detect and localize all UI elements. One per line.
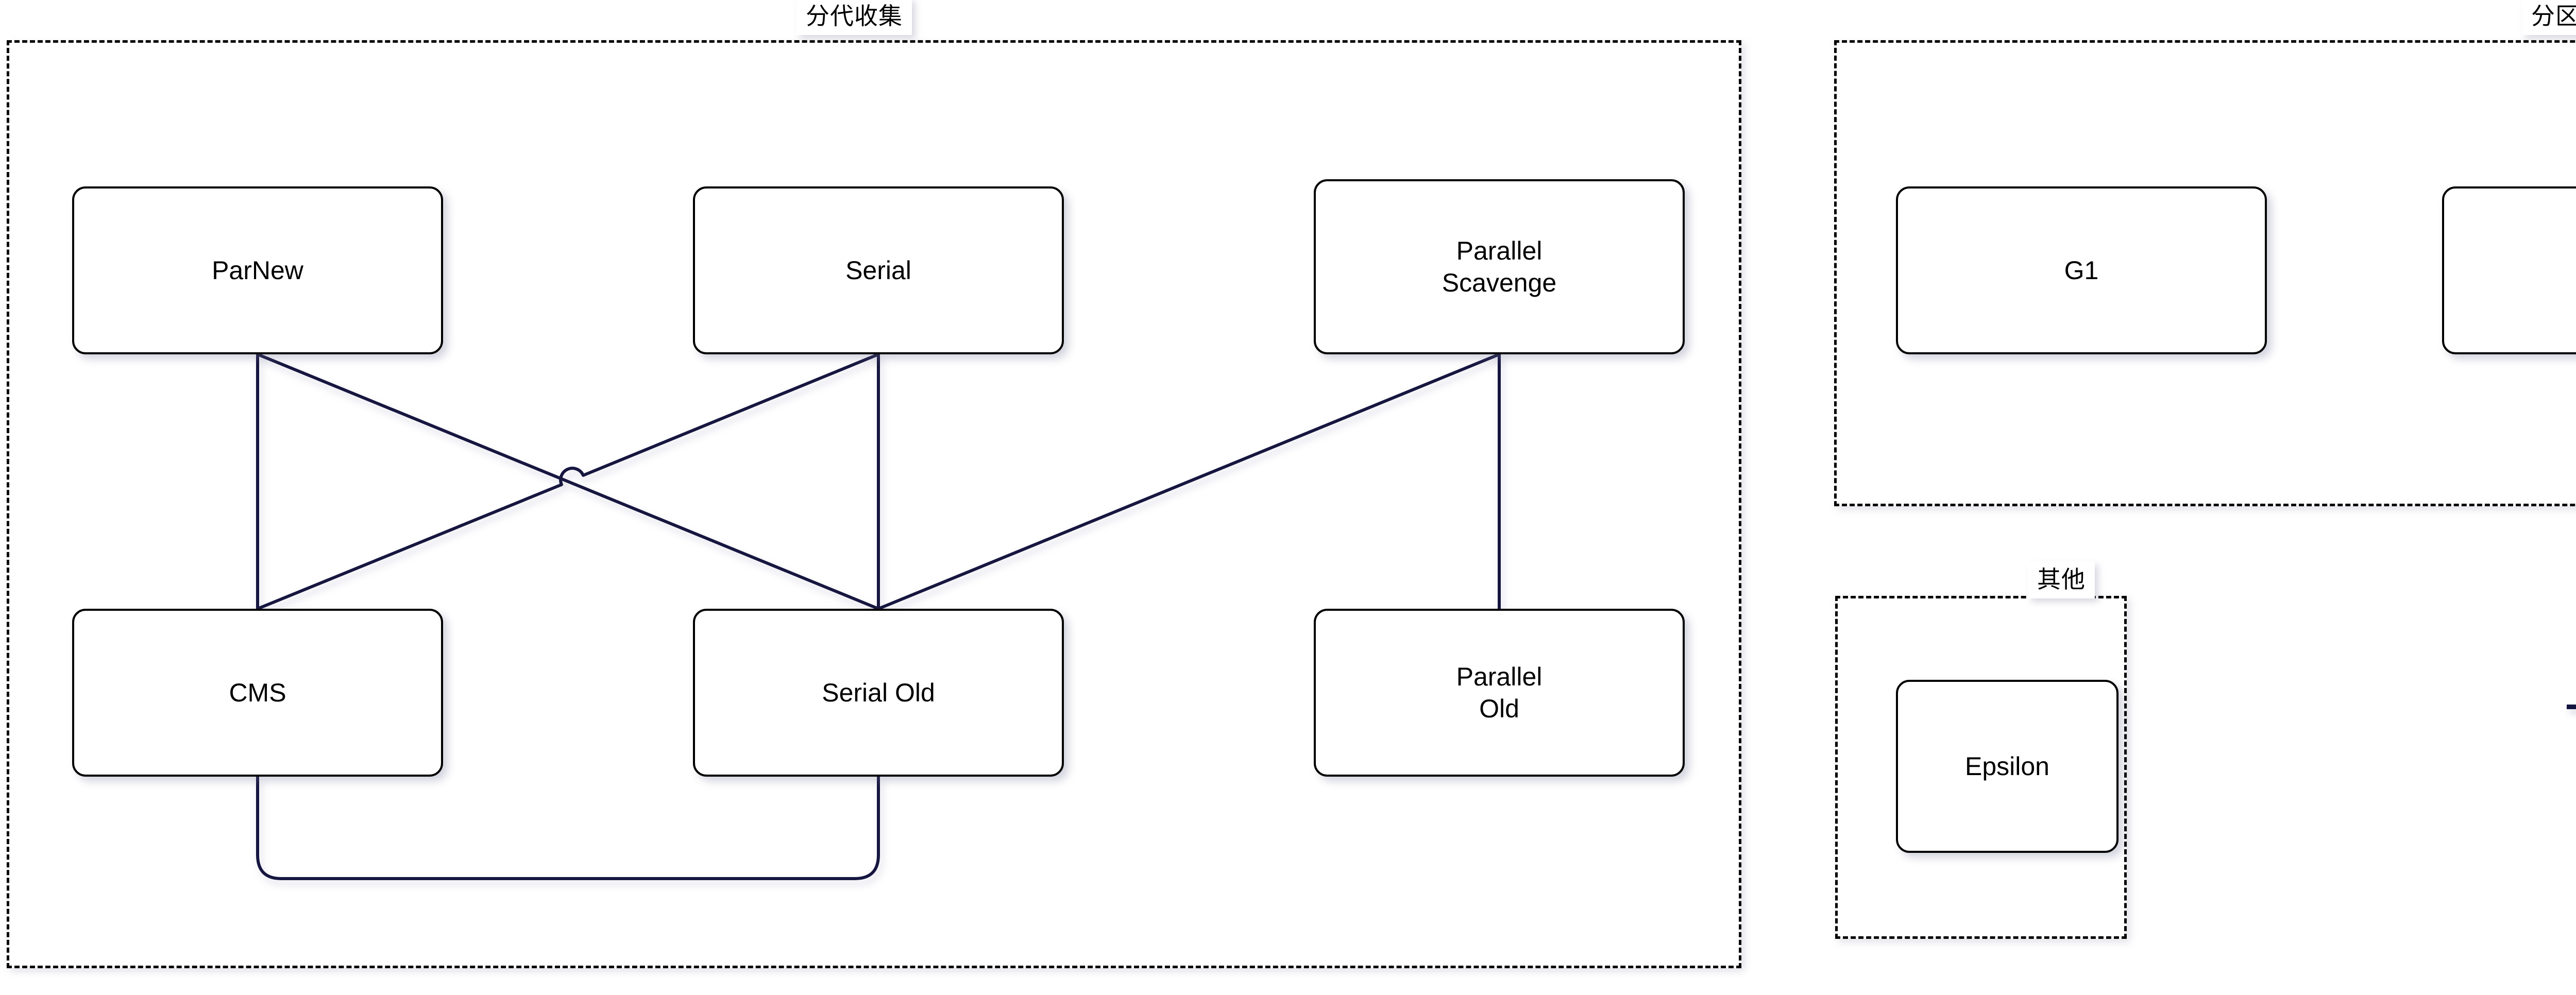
node-parallel-old[interactable]: Parallel Old	[1314, 609, 1685, 777]
node-zgc[interactable]: ZGC	[2442, 186, 2576, 354]
node-serial-old[interactable]: Serial Old	[693, 609, 1064, 777]
node-g1[interactable]: G1	[1896, 186, 2267, 354]
node-parnew[interactable]: ParNew	[72, 186, 443, 354]
group-regional-title: 分区收集	[2522, 0, 2576, 36]
node-serial[interactable]: Serial	[693, 186, 1064, 354]
node-parallel-scavenge[interactable]: Parallel Scavenge	[1314, 179, 1685, 354]
node-cms[interactable]: CMS	[72, 609, 443, 777]
group-other-title: 其他	[2028, 561, 2095, 599]
legend-line-sample	[2567, 705, 2576, 709]
group-generational-title: 分代收集	[796, 0, 912, 36]
node-epsilon[interactable]: Epsilon	[1896, 680, 2119, 853]
